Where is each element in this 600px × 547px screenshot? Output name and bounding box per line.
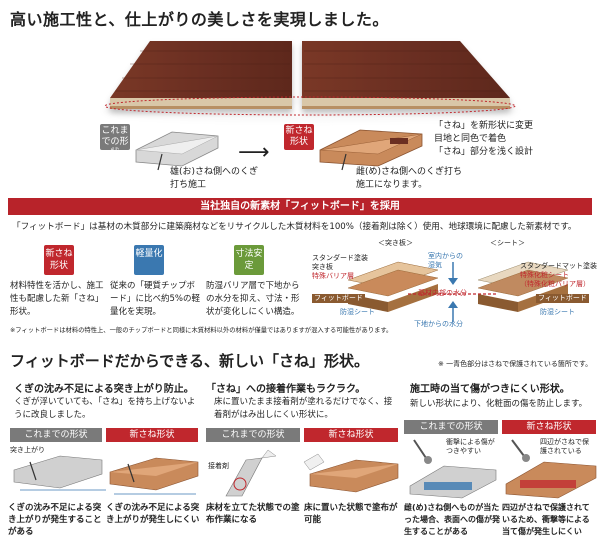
new-profile-tag: 新さね形状 bbox=[284, 124, 314, 150]
feature-tag-profile: 新さね形状 bbox=[44, 245, 74, 275]
benefit-3-old-caption: 雌(め)さね側へものが当たった場合、表面への傷が発生することがある bbox=[404, 503, 500, 536]
diagram-sheet-label-right: 防湿シート bbox=[540, 308, 575, 316]
feature-text-stability: 防湿バリア層で下地からの水分を抑え、寸法・形状が変化しにくい構造。 bbox=[206, 281, 300, 317]
benefit-heading-2: 「さね」への接着作業もラクラク。 bbox=[206, 384, 366, 395]
benefit-3-new-caption: 四辺がさねで保護されているため、衝撃等による当て傷が発生しにくい bbox=[502, 503, 590, 536]
new-profile-caption: 雌(め)さね側へのくぎ打ち施工になります。 bbox=[356, 167, 463, 190]
diagram-left-layers: スタンダード塗装 突き板 特殊バリア層 bbox=[312, 254, 368, 281]
old-shape-bar-3: これまでの形状 bbox=[404, 420, 498, 434]
material-banner: 当社独自の新素材「フィットボード」を採用 bbox=[8, 198, 592, 215]
page-title: 高い施工性と、仕上がりの美しさを実現しました。 bbox=[10, 10, 389, 29]
benefit-heading-1: くぎの沈み不足による突き上がり防止。 bbox=[14, 384, 194, 395]
diagram-center-mid: 基材内部の水分 bbox=[418, 289, 467, 297]
diagram-board-label: フィットボード bbox=[312, 294, 365, 303]
material-footnote: ※フィットボードは材料の特性上、一般のチップボードと同様に木質材料以外の材料が僅… bbox=[10, 327, 393, 334]
layer-label: 特殊バリア層 bbox=[312, 272, 354, 280]
benefits-legend: ※ 一青色部分はさねで保護されている箇所です。 bbox=[438, 360, 593, 368]
old-shape-bar-1: これまでの形状 bbox=[10, 428, 102, 442]
floor-boards-illustration bbox=[104, 41, 516, 116]
benefit-text-3: 新しい形状により、化粧面の傷を防止します。 bbox=[410, 399, 588, 409]
layer-label: スタンダードマット塗装 bbox=[520, 262, 597, 270]
arrow-right-icon: ⟶ bbox=[238, 140, 270, 165]
feature-tag-stability: 寸法安定 bbox=[234, 245, 264, 275]
benefit-3-illustration bbox=[409, 439, 597, 499]
benefits-title: フィットボードだからできる、新しい「さね」形状。 bbox=[10, 352, 369, 370]
new-shape-bar-3: 新さね形状 bbox=[502, 420, 596, 434]
benefit-1-old-caption: くぎの沈み不足による突き上がりが発生することがある bbox=[8, 503, 102, 537]
layer-label: 突き板 bbox=[312, 263, 333, 271]
benefit-2-old-label: 接着剤 bbox=[208, 462, 229, 470]
old-profile-caption: 雄(お)さね側へのくぎ打ち施工 bbox=[170, 167, 259, 190]
diagram-right-title: ＜シート＞ bbox=[490, 239, 525, 247]
new-profile-notes: 「さね」を新形状に変更 目地と同色で着色 「さね」部分を浅く設計 bbox=[434, 120, 533, 159]
new-note: 目地と同色で着色 bbox=[434, 134, 507, 144]
diagram-center-top: 室内からの湿気 bbox=[428, 252, 463, 269]
benefit-1-new-caption: くぎの沈み不足による突き上がりが発生しにくい bbox=[106, 503, 200, 525]
benefit-1-illustration bbox=[13, 455, 199, 495]
layer-label: （特殊化粧バリア層） bbox=[520, 280, 590, 288]
benefit-2-old-caption: 床材を立てた状態での塗布作業になる bbox=[206, 503, 300, 525]
benefit-3-new-label: 四辺がさねで保護されている bbox=[540, 438, 589, 455]
diagram-board-label-right: フィットボード bbox=[536, 294, 589, 303]
feature-text-light: 従来の「硬質チップボード」に比べ約5%の軽量化を実現。 bbox=[110, 281, 200, 317]
diagram-center-bottom: 下地からの水分 bbox=[414, 320, 463, 328]
new-note: 「さね」部分を浅く設計 bbox=[434, 147, 534, 157]
layer-label: 特殊化粧シート bbox=[520, 271, 569, 279]
benefit-3-old-label: 衝撃による傷がつきやすい bbox=[446, 438, 495, 455]
diagram-right-layers: スタンダードマット塗装 特殊化粧シート （特殊化粧バリア層） bbox=[520, 262, 597, 289]
material-intro: 「フィットボード」は基材の木質部分に建築廃材などをリサイクルした木質材料を100… bbox=[12, 222, 577, 232]
benefit-heading-3: 施工時の当て傷がつきにくい形状。 bbox=[410, 384, 570, 395]
new-shape-bar-2: 新さね形状 bbox=[304, 428, 398, 442]
feature-text-profile: 材料特性を活かし、施工性も配慮した新「さね」形状。 bbox=[10, 281, 104, 317]
diagram-left-title: ＜突き板＞ bbox=[378, 239, 413, 247]
layer-label: スタンダード塗装 bbox=[312, 254, 368, 262]
feature-tag-light: 軽量化 bbox=[134, 245, 164, 275]
benefit-2-illustration bbox=[225, 449, 399, 497]
new-profile-illustration bbox=[319, 129, 423, 171]
new-shape-bar-1: 新さね形状 bbox=[106, 428, 198, 442]
benefit-2-new-caption: 床に置いた状態で塗布が可能 bbox=[304, 503, 398, 525]
diagram-sheet-label: 防湿シート bbox=[340, 308, 375, 316]
old-profile-tag: これまでの形状 bbox=[100, 124, 130, 158]
old-shape-bar-2: これまでの形状 bbox=[206, 428, 300, 442]
benefit-1-old-label: 突き上がり bbox=[10, 446, 45, 454]
benefit-text-2: 床に置いたまま接着剤が塗れるだけでなく、接着剤がはみ出しにくい形状に。 bbox=[214, 397, 393, 420]
new-note: 「さね」を新形状に変更 bbox=[434, 121, 534, 131]
old-profile-illustration bbox=[135, 131, 219, 171]
benefit-text-1: くぎが浮いていても、「さね」を持ち上げないように改良しました。 bbox=[14, 397, 196, 420]
